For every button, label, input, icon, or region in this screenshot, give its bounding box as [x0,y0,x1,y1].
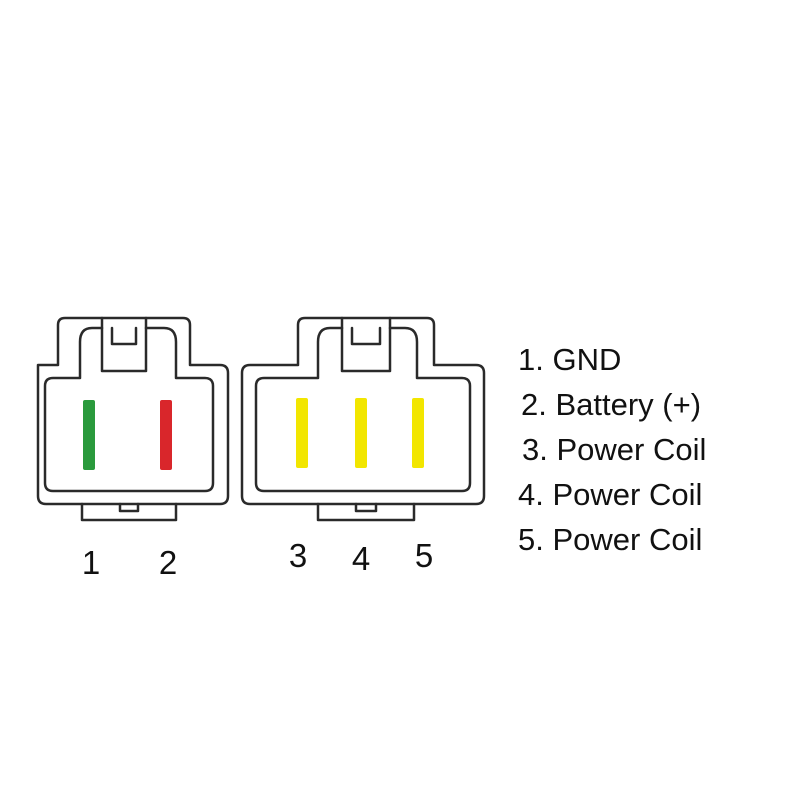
pinout-legend: 1. GND 2. Battery (+) 3. Power Coil 4. P… [518,337,706,562]
pin-1-wire [83,400,95,470]
pin-3-number: 3 [289,537,307,574]
pin-4-number: 4 [352,540,370,577]
pin-3-wire [296,398,308,468]
connector-2-pin-base-tab [80,502,178,522]
pin-4-wire [355,398,367,468]
connector-3-pin-latch [340,316,392,346]
legend-item-pin-4: 4. Power Coil [518,477,703,512]
connector-2-pin: 1 2 [36,316,230,581]
connector-3-pin-inner-wall [254,326,472,493]
connector-3-pin-outer-shell [240,316,486,506]
legend-item-pin-2: 2. Battery (+) [521,387,702,422]
pin-1-number: 1 [82,544,100,581]
legend-item-pin-1: 1. GND [518,342,622,377]
connector-3-pin-base-tab [316,502,416,522]
connector-2-pin-outer-shell [36,316,230,506]
pin-2-wire [160,400,172,470]
legend-item-pin-3: 3. Power Coil [522,432,707,467]
pin-5-wire [412,398,424,468]
legend-item-pin-5: 5. Power Coil [518,522,703,557]
connector-2-pin-inner-wall [43,326,215,493]
connector-2-pin-latch [100,316,148,346]
pin-5-number: 5 [415,537,433,574]
pin-2-number: 2 [159,544,177,581]
connector-3-pin: 3 4 5 [240,316,486,577]
